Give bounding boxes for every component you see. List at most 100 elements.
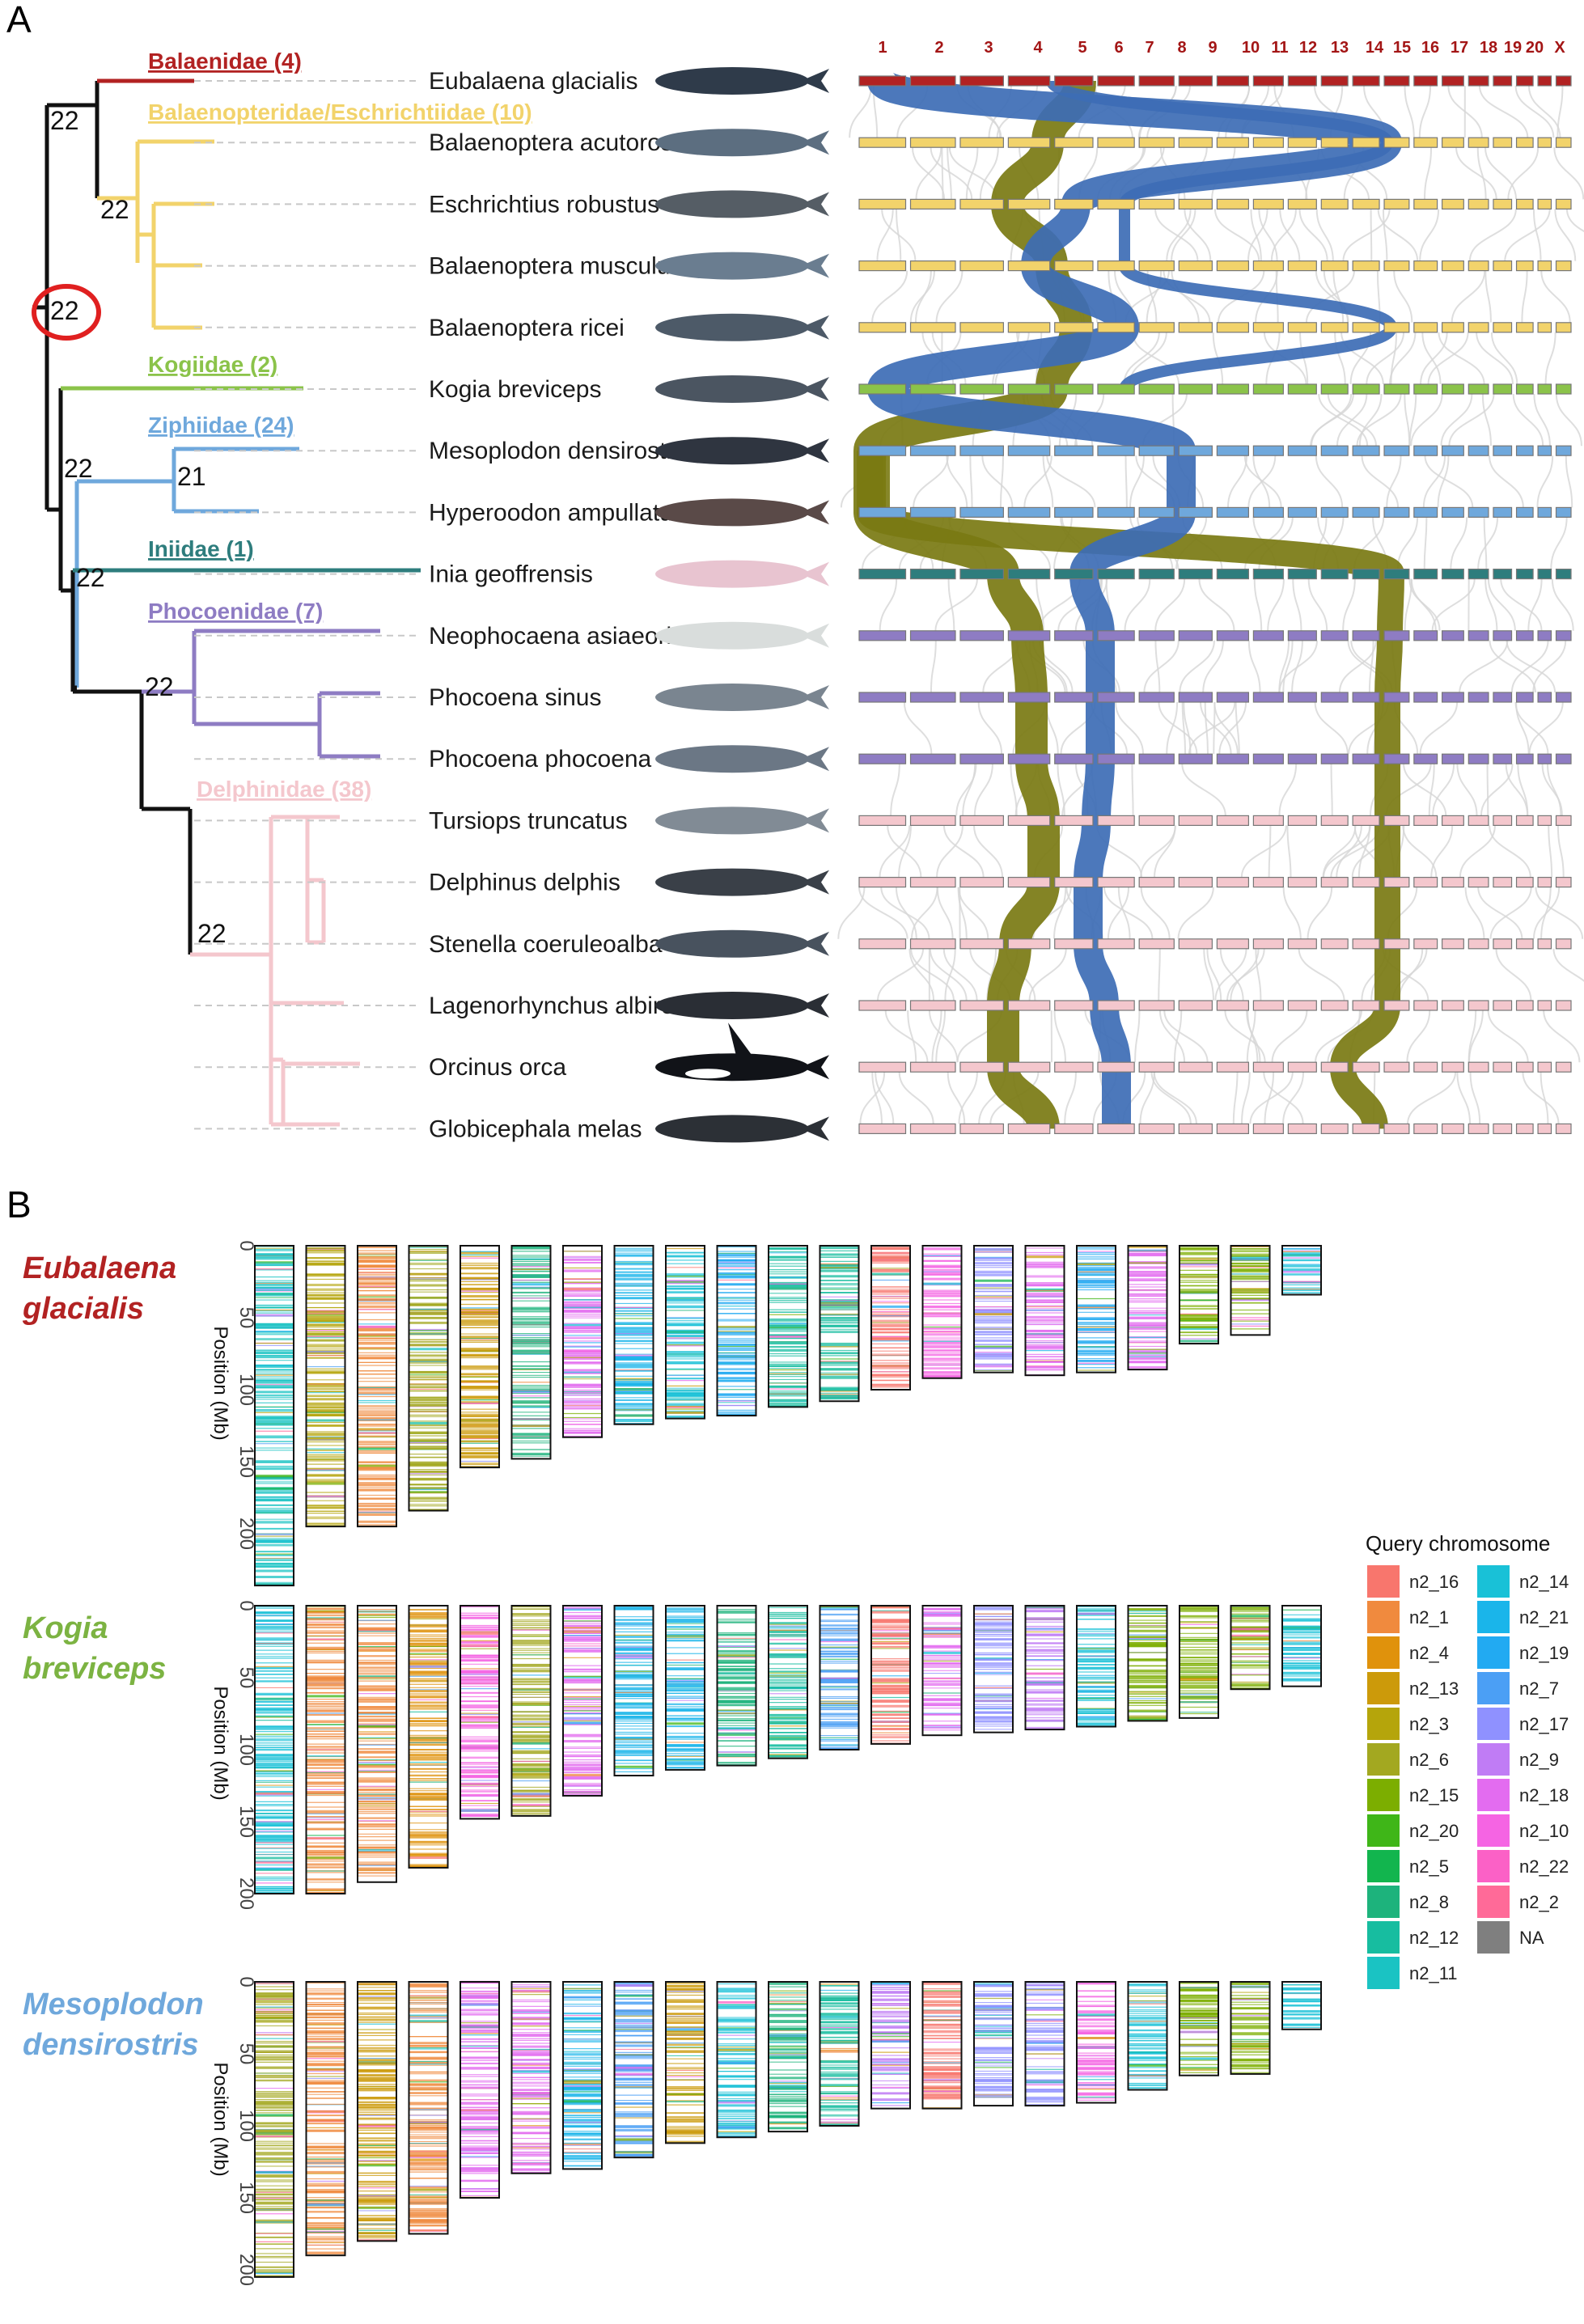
- chromosome-bar: [909, 815, 956, 827]
- whale-icon: [655, 560, 829, 588]
- chromosome-bar: [1252, 383, 1284, 395]
- chromosome-bar: [1383, 445, 1410, 456]
- chromosome-bar: [1054, 445, 1094, 456]
- whale-tail: [801, 623, 829, 648]
- chromosome-bar: [1383, 938, 1410, 950]
- synteny-link: [958, 1072, 978, 1124]
- synteny-link: [962, 764, 976, 816]
- chromosome-bar: [1216, 1061, 1250, 1073]
- chromosome-bar: [858, 383, 907, 395]
- chromosome-bar: [1468, 815, 1489, 827]
- synteny-link: [1154, 578, 1186, 631]
- chromosome-bar: [1252, 815, 1284, 827]
- synteny-link: [1512, 393, 1544, 447]
- synteny-link: [1459, 825, 1496, 878]
- chromosome-bar: [1320, 1000, 1349, 1011]
- chromosome-bar: [1216, 506, 1250, 519]
- whale-silhouettes: [655, 67, 829, 1143]
- synteny-link: [1533, 393, 1551, 447]
- chromosome-bar: [1468, 692, 1489, 703]
- synteny-link: [1305, 270, 1355, 323]
- chromosome-bar: [1054, 815, 1094, 827]
- synteny-link: [910, 887, 938, 939]
- chromosome-outline: [510, 1245, 552, 1460]
- synteny-link: [1393, 270, 1413, 323]
- node-support-number: 22: [64, 454, 93, 483]
- chromosome-number: 7: [1145, 39, 1154, 57]
- whale-icon: [655, 375, 829, 403]
- species-label: Eschrichtius robustus: [429, 191, 659, 218]
- synteny-link: [877, 948, 925, 1001]
- chromosome-bar: [1555, 876, 1572, 888]
- synteny-link: [1279, 209, 1301, 261]
- synteny-link: [947, 1072, 966, 1124]
- chromosome-bar: [1097, 692, 1135, 703]
- chromosome-bar: [1287, 568, 1317, 580]
- chromosome-bar: [959, 815, 1004, 827]
- chromosome-outline: [768, 1605, 808, 1759]
- synteny-link: [837, 887, 866, 939]
- synteny-link: [1476, 332, 1514, 385]
- whale-tail: [801, 377, 829, 401]
- species-label: Globicephala melas: [429, 1115, 642, 1142]
- synteny-link: [896, 209, 902, 261]
- synteny-link: [1036, 578, 1044, 631]
- synteny-link: [1045, 701, 1059, 755]
- chromosome-bar: [1493, 506, 1513, 519]
- synteny-link: [1477, 887, 1523, 939]
- synteny-link: [1053, 1010, 1067, 1063]
- chromosome-bar: [1287, 815, 1317, 827]
- chromosome-bar: [1007, 753, 1051, 764]
- chromosome-bar: [1493, 445, 1513, 456]
- synteny-link: [1226, 455, 1248, 508]
- family-label: Delphinidae (38): [197, 777, 371, 802]
- chromosome-bar: [858, 322, 907, 333]
- chromosome-bar: [1054, 383, 1094, 395]
- chromosome-bar: [909, 753, 956, 764]
- chromosome-outline: [921, 1245, 963, 1379]
- synteny-link: [1500, 578, 1543, 631]
- node-support-number: 21: [177, 462, 206, 491]
- chromosome-bar: [1138, 137, 1175, 148]
- chromosome-bar: [909, 506, 956, 519]
- chromosome-bar: [1287, 445, 1317, 456]
- chromosome-bar: [1287, 137, 1317, 148]
- synteny-link: [935, 1010, 947, 1063]
- chromosome-outline: [254, 1245, 294, 1587]
- family-label: Iniidae (1): [148, 536, 254, 561]
- synteny-link: [913, 455, 949, 508]
- synteny-link: [1247, 1010, 1259, 1063]
- chromosome-outline: [1076, 1245, 1116, 1374]
- karyotype-chromosome: [613, 1605, 654, 1777]
- chromosome-bar: [1216, 568, 1250, 580]
- synteny-link: [1377, 209, 1419, 261]
- chromosome-outline: [819, 1245, 860, 1403]
- chromosome-bar: [1138, 506, 1175, 519]
- chromosome-bar: [1537, 383, 1552, 395]
- chromosome-number: 13: [1331, 39, 1349, 57]
- whale-tail: [801, 192, 829, 217]
- whale-body: [655, 313, 809, 341]
- synteny-link: [1532, 640, 1567, 693]
- chromosome-outline: [1127, 1245, 1168, 1371]
- synteny-link: [1046, 455, 1096, 508]
- chromosome-bar: [1352, 506, 1380, 519]
- karyotype-chromosome: [870, 1245, 911, 1391]
- chromosome-bar: [1515, 137, 1534, 148]
- chromosome-bar: [858, 198, 907, 210]
- chromosome-bar: [959, 75, 1004, 87]
- chromosome-bar: [1468, 445, 1489, 456]
- synteny-link: [1455, 147, 1497, 200]
- chromosome-bar: [1007, 876, 1051, 888]
- synteny-link: [930, 640, 937, 693]
- chromosome-bar: [1493, 260, 1513, 272]
- chromosome-bar: [1097, 198, 1135, 210]
- synteny-link: [930, 147, 973, 200]
- whale-icon: [655, 190, 829, 218]
- chromosome-bar: [909, 630, 956, 641]
- chromosome-bar: [1054, 1061, 1094, 1073]
- synteny-link: [936, 825, 964, 878]
- chromosome-bar: [1138, 198, 1175, 210]
- chromosome-bar: [1383, 1061, 1410, 1073]
- chromosome-bar: [1537, 260, 1552, 272]
